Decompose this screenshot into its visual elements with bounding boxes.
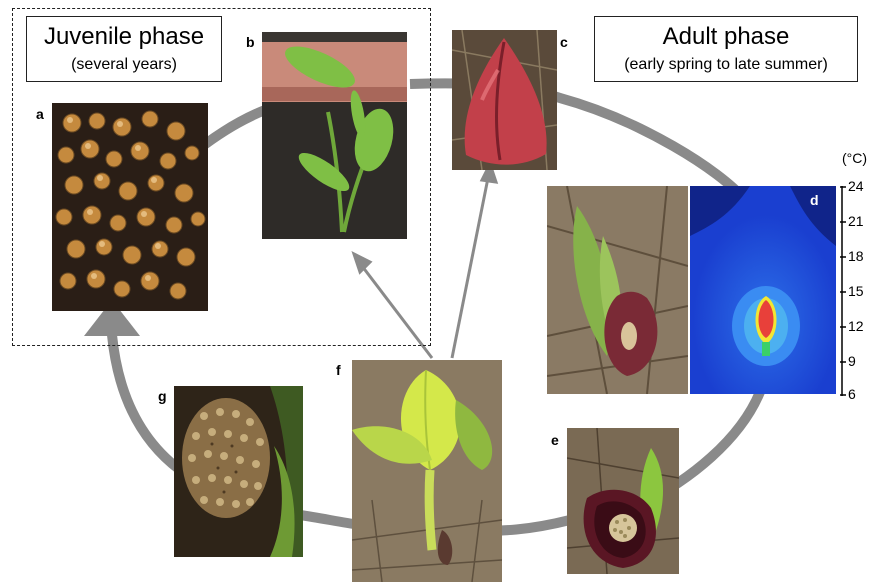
- temp-tick-9: 9: [848, 353, 874, 369]
- temp-tick-6: 6: [848, 386, 874, 402]
- thermal-image: [690, 186, 836, 394]
- photo-b-seedling: [262, 32, 407, 239]
- photo-a-seeds: [52, 103, 208, 311]
- temperature-unit: (°C): [842, 150, 867, 166]
- temp-tick-18: 18: [848, 248, 874, 264]
- panel-label-d: d: [810, 192, 819, 208]
- photo-g-fruit: [174, 386, 303, 557]
- adult-phase-title: Adult phase: [595, 23, 857, 51]
- juvenile-phase-title: Juvenile phase: [27, 23, 221, 51]
- panel-label-e: e: [551, 432, 559, 448]
- temp-tick-24: 24: [848, 178, 874, 194]
- photo-c-spathe-bud: [452, 30, 557, 170]
- juvenile-phase-subtitle: (several years): [27, 55, 221, 75]
- panel-label-f: f: [336, 362, 341, 378]
- photo-d-emerging-plant: [547, 186, 688, 394]
- panel-label-b: b: [246, 34, 255, 50]
- temp-tick-12: 12: [848, 318, 874, 334]
- panel-label-g: g: [158, 388, 167, 404]
- adult-phase-title-box: Adult phase (early spring to late summer…: [594, 16, 858, 82]
- panel-label-a: a: [36, 106, 44, 122]
- juvenile-phase-title-box: Juvenile phase (several years): [26, 16, 222, 82]
- photo-f-leaves: [352, 360, 502, 582]
- adult-phase-subtitle: (early spring to late summer): [595, 55, 857, 75]
- photo-e-open-spathe: [567, 428, 679, 574]
- panel-label-c: c: [560, 34, 568, 50]
- temp-tick-15: 15: [848, 283, 874, 299]
- temp-tick-21: 21: [848, 213, 874, 229]
